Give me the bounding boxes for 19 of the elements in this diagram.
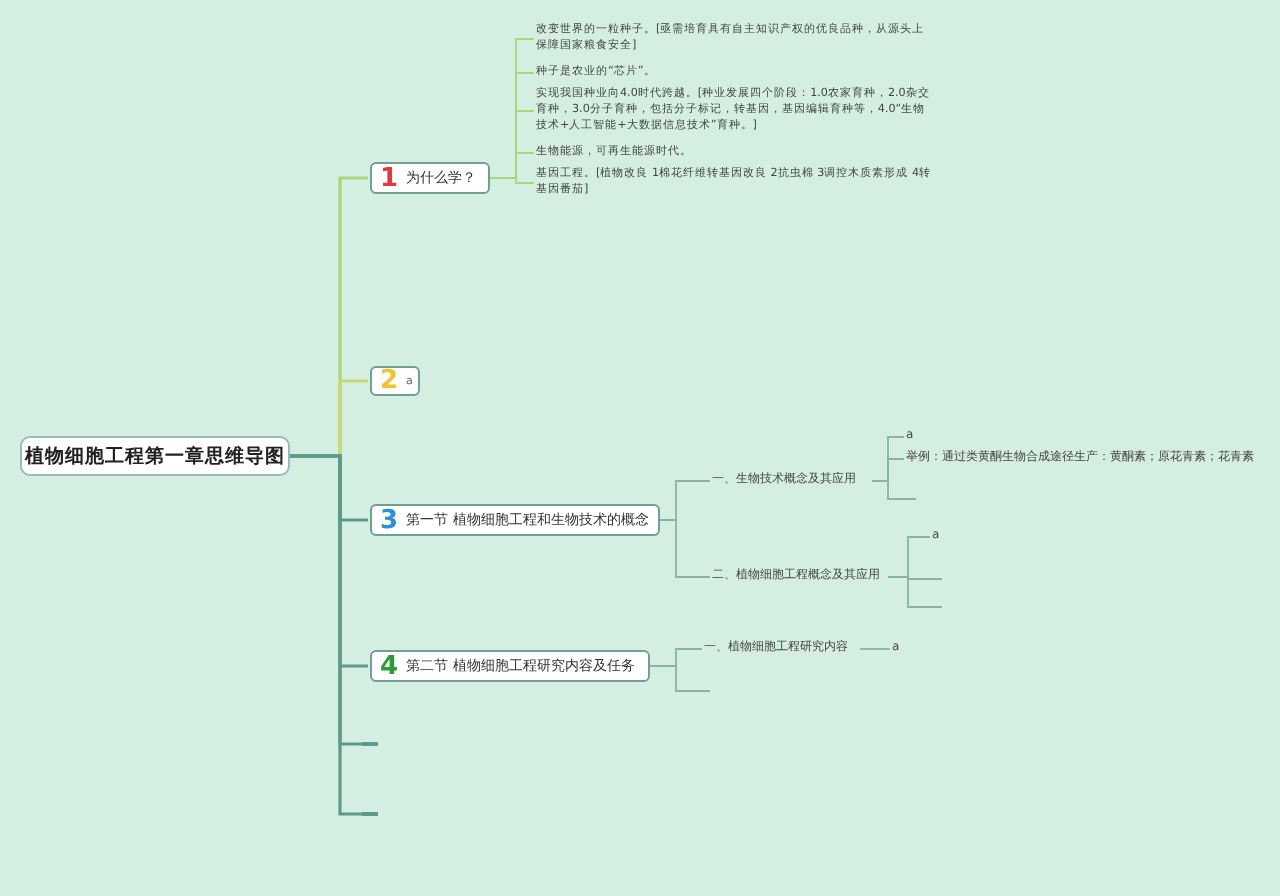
topic-box bbox=[370, 650, 650, 682]
topic-number: 2 bbox=[380, 366, 399, 396]
root-topic-box: 植物细胞工程第一章思维导图 bbox=[20, 436, 290, 476]
topic-box bbox=[370, 504, 660, 536]
branch-line bbox=[871, 480, 899, 500]
topic-number: 3 bbox=[380, 505, 399, 535]
branch-line bbox=[290, 454, 362, 816]
empty-branch-line bbox=[692, 690, 710, 692]
empty-branch-line bbox=[924, 606, 942, 608]
empty-branch-line bbox=[924, 578, 942, 580]
topic-number: 4 bbox=[380, 651, 399, 681]
branch-line bbox=[659, 519, 711, 578]
topic-box bbox=[370, 366, 420, 396]
topic-number: 1 bbox=[380, 163, 399, 193]
branch-line bbox=[489, 177, 535, 184]
branch-line bbox=[859, 648, 891, 650]
branch-line bbox=[649, 665, 693, 692]
topic-box bbox=[370, 162, 490, 194]
empty-branch-line bbox=[898, 498, 916, 500]
